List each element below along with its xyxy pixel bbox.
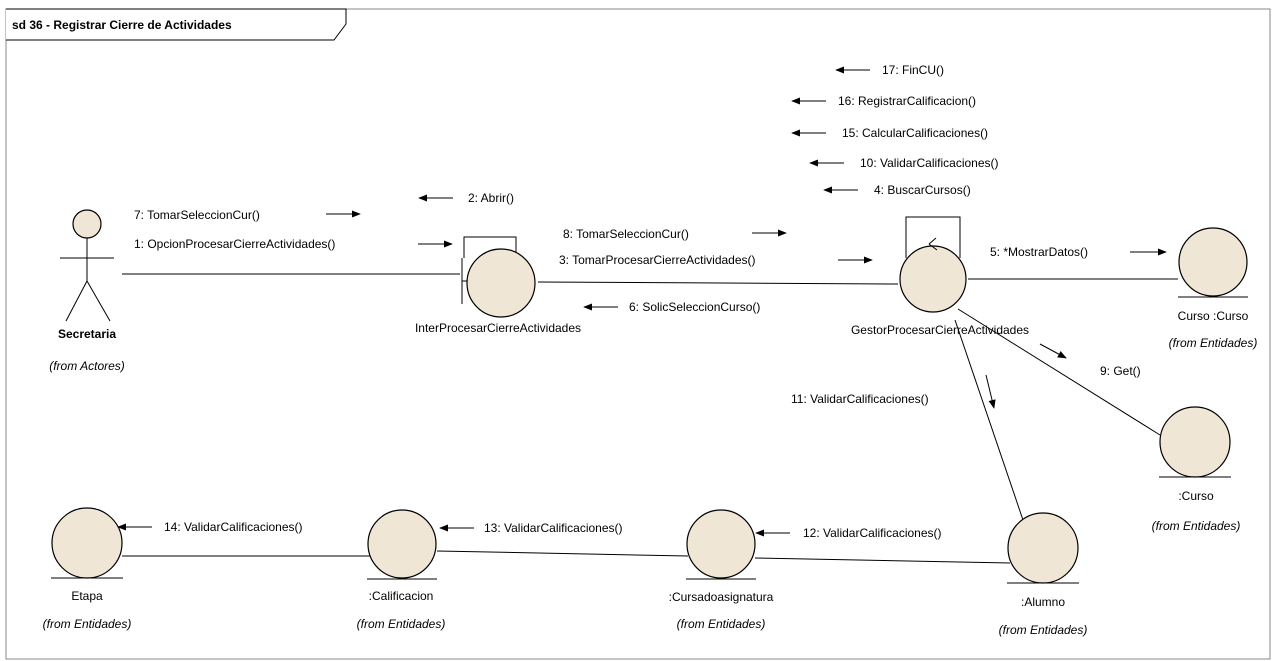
message-12: 12: ValidarCalificaciones() — [755, 526, 942, 540]
boundary-inter[interactable]: InterProcesarCierreActividades — [415, 236, 581, 335]
message-2: 2: Abrir() — [418, 191, 514, 205]
entity-cursadoasignatura[interactable]: :Cursadoasignatura (from Entidades) — [669, 509, 774, 631]
object-package: (from Entidades) — [1152, 519, 1241, 533]
frame-title: sd 36 - Registrar Cierre de Actividades — [12, 18, 232, 32]
svg-text:13: ValidarCalificaciones(): 13: ValidarCalificaciones() — [484, 521, 623, 535]
svg-text:6: SolicSeleccionCurso(): 6: SolicSeleccionCurso() — [629, 300, 760, 314]
actor-package: (from Actores) — [49, 359, 125, 373]
message-17: 17: FinCU() — [835, 63, 944, 77]
object-package: (from Entidades) — [999, 623, 1088, 637]
object-package: (from Entidades) — [43, 617, 132, 631]
object-name: Curso :Curso — [1178, 309, 1249, 323]
svg-text:1: OpcionProcesarCierreActivid: 1: OpcionProcesarCierreActividades() — [134, 237, 335, 251]
message-4: 4: BuscarCursos() — [823, 183, 971, 197]
message-13: 13: ValidarCalificaciones() — [439, 521, 623, 535]
entity-etapa[interactable]: Etapa (from Entidades) — [43, 507, 132, 631]
entity-curso[interactable]: :Curso (from Entidades) — [1152, 406, 1241, 533]
message-6: 6: SolicSeleccionCurso() — [583, 300, 760, 314]
message-7: 7: TomarSeleccionCur() — [134, 208, 361, 222]
control-gestor[interactable]: GestorProcesarCierreActividades — [851, 216, 1029, 337]
svg-text:5: *MostrarDatos(): 5: *MostrarDatos() — [990, 245, 1088, 259]
svg-text:17: FinCU(): 17: FinCU() — [882, 63, 944, 77]
object-name: :Alumno — [1021, 595, 1065, 609]
links — [122, 273, 1178, 564]
object-package: (from Entidades) — [1169, 336, 1258, 350]
entity-curso-curso[interactable]: Curso :Curso (from Entidades) — [1169, 227, 1258, 350]
object-name: InterProcesarCierreActividades — [415, 321, 581, 335]
message-14: 14: ValidarCalificaciones() — [117, 520, 303, 534]
svg-text:8: TomarSeleccionCur(): 8: TomarSeleccionCur() — [563, 227, 689, 241]
message-15: 15: CalcularCalificaciones() — [791, 126, 988, 140]
object-name: :Cursadoasignatura — [669, 590, 774, 604]
message-8: 8: TomarSeleccionCur() — [563, 227, 787, 241]
message-1: 1: OpcionProcesarCierreActividades() — [134, 237, 453, 251]
svg-text:3: TomarProcesarCierreActivida: 3: TomarProcesarCierreActividades() — [559, 253, 756, 267]
message-3: 3: TomarProcesarCierreActividades() — [559, 253, 873, 267]
message-10: 10: ValidarCalificaciones() — [809, 156, 999, 170]
frame-title-tab — [6, 8, 347, 41]
object-name: Etapa — [71, 589, 103, 603]
object-name: GestorProcesarCierreActividades — [851, 323, 1029, 337]
message-16: 16: RegistrarCalificacion() — [791, 94, 976, 108]
svg-text:9: Get(): 9: Get() — [1100, 364, 1141, 378]
object-package: (from Entidades) — [677, 617, 766, 631]
svg-text:10: ValidarCalificaciones(): 10: ValidarCalificaciones() — [860, 156, 999, 170]
entity-calificacion[interactable]: :Calificacion (from Entidades) — [357, 509, 446, 631]
actor-name: Secretaria — [58, 327, 116, 341]
object-package: (from Entidades) — [357, 617, 446, 631]
svg-text:4: BuscarCursos(): 4: BuscarCursos() — [874, 183, 971, 197]
actor-secretaria[interactable]: Secretaria (from Actores) — [49, 209, 125, 373]
object-name: :Calificacion — [369, 589, 434, 603]
diagram-frame — [5, 8, 1271, 660]
message-9: 9: Get() — [1039, 343, 1141, 378]
svg-text:14: ValidarCalificaciones(): 14: ValidarCalificaciones() — [164, 520, 303, 534]
svg-text:7: TomarSeleccionCur(): 7: TomarSeleccionCur() — [134, 208, 260, 222]
entity-alumno[interactable]: :Alumno (from Entidades) — [999, 512, 1088, 637]
message-5: 5: *MostrarDatos() — [990, 245, 1167, 259]
svg-text:16: RegistrarCalificacion(): 16: RegistrarCalificacion() — [838, 94, 976, 108]
message-11: 11: ValidarCalificaciones() — [791, 374, 996, 409]
svg-text:15: CalcularCalificaciones(): 15: CalcularCalificaciones() — [842, 126, 988, 140]
svg-text:11: ValidarCalificaciones(): 11: ValidarCalificaciones() — [791, 392, 929, 406]
svg-text:2: Abrir(): 2: Abrir() — [468, 191, 514, 205]
object-name: :Curso — [1178, 489, 1214, 503]
svg-text:12: ValidarCalificaciones(): 12: ValidarCalificaciones() — [803, 526, 942, 540]
